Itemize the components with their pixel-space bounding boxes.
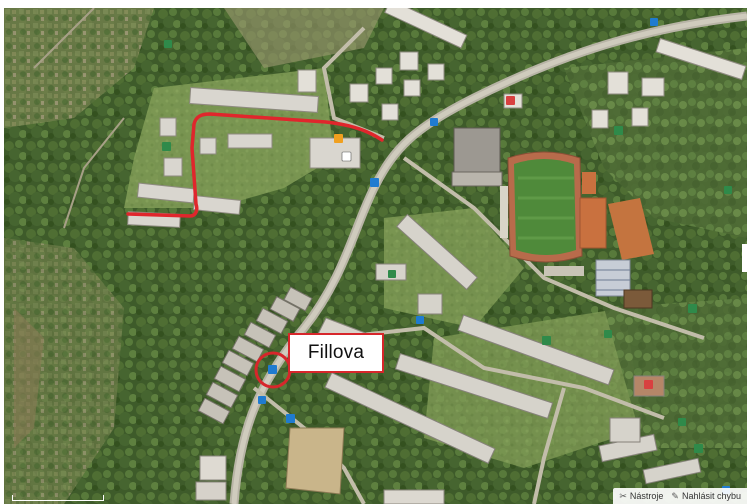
report-error-label: Nahlásit chybu	[681, 491, 741, 501]
scissors-icon: ✂	[619, 490, 627, 501]
side-panel-tab[interactable]	[742, 244, 747, 272]
tools-link[interactable]: ✂ Nástroje	[619, 491, 663, 501]
tools-label: Nástroje	[629, 491, 664, 501]
place-callout-fillova: Fillova	[288, 333, 384, 373]
poi-markers	[162, 18, 732, 494]
map-viewport[interactable]	[4, 8, 747, 504]
aerial-map[interactable]	[4, 8, 747, 504]
map-footer-bar: ✂ Nástroje ✎ Nahlásit chybu	[613, 488, 747, 504]
pencil-icon: ✎	[671, 490, 679, 501]
route-line	[126, 112, 384, 218]
report-error-link[interactable]: ✎ Nahlásit chybu	[671, 491, 741, 501]
scale-bar	[12, 495, 104, 501]
